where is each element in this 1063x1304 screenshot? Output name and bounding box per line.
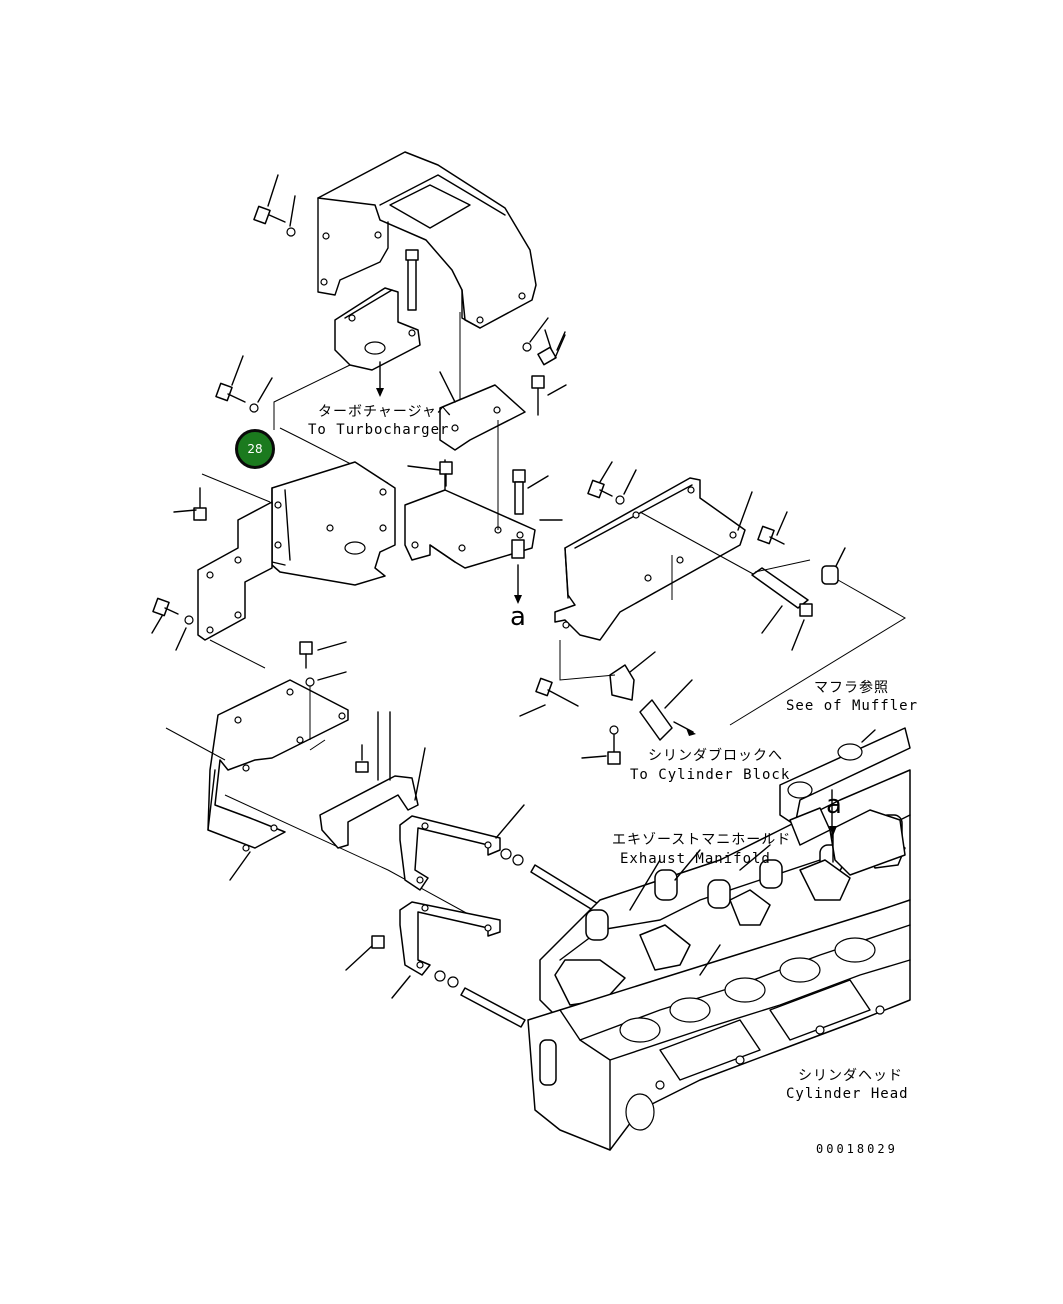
cylinder-block-label-jp: シリンダブロックへ <box>648 748 783 764</box>
left-mid-fasteners <box>151 473 271 669</box>
center-bracket <box>404 459 536 569</box>
right-fasteners <box>587 461 906 726</box>
exhaust-manifold-label-en: Exhaust Manifold <box>620 851 771 867</box>
muffler-label-jp: マフラ参照 <box>814 680 889 696</box>
left-plate <box>197 501 273 641</box>
muffler-pipe <box>779 727 911 876</box>
marker-a-lower: a <box>826 790 842 820</box>
cylinder-block-label-en: To Cylinder Block <box>630 767 791 783</box>
turbo-heat-shield <box>317 151 537 329</box>
label-leaders <box>629 826 837 911</box>
turbo-label-jp: ターボチャージャへ <box>318 404 452 420</box>
cylinder-head-label-jp: シリンダヘッド <box>798 1068 903 1084</box>
callout-28-badge[interactable]: 28 <box>235 429 275 469</box>
figure-code: 00018029 <box>816 1142 898 1156</box>
exhaust-manifold-label-jp: エキゾーストマニホールド <box>612 832 792 848</box>
middle-left-bracket <box>271 461 396 586</box>
upper-bracket <box>334 287 421 371</box>
angle-bracket <box>439 312 526 451</box>
lower-left-plate <box>207 679 349 881</box>
cylinder-block-fasteners <box>519 640 696 765</box>
turbo-label-en: To Turbocharger <box>308 422 450 438</box>
cylinder-head <box>527 899 911 1151</box>
lower-left-fasteners <box>165 641 471 916</box>
studs-lower <box>434 848 601 1028</box>
lower-brackets <box>319 711 525 999</box>
cylinder-head-label-en: Cylinder Head <box>786 1086 909 1102</box>
arrow-a-upper <box>514 564 522 604</box>
marker-a-upper: a <box>510 602 526 632</box>
right-heat-shield <box>554 477 756 641</box>
top-fasteners <box>253 174 567 416</box>
muffler-label-en: See of Muffler <box>786 698 919 714</box>
left-upper-fasteners <box>215 355 273 413</box>
center-fasteners <box>407 420 563 530</box>
